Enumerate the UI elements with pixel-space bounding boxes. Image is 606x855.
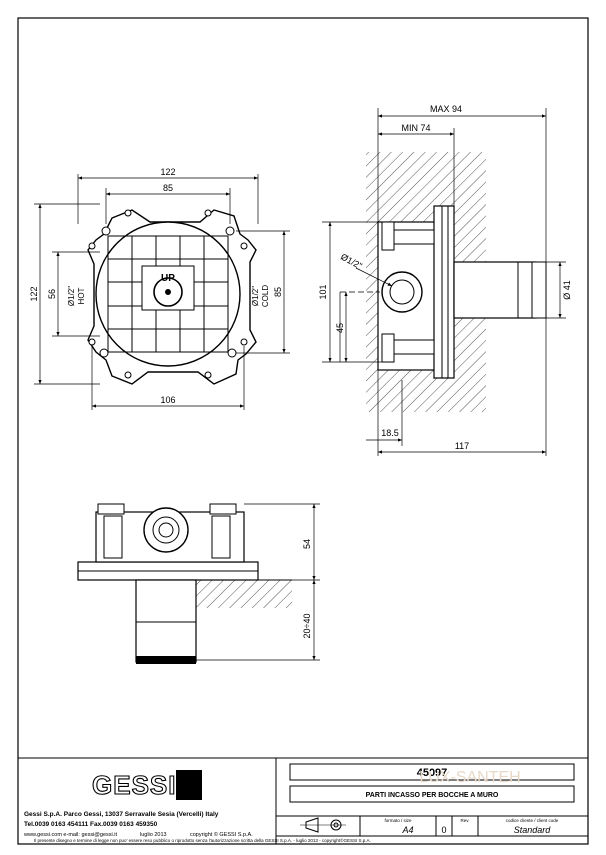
sheet-border [17, 17, 589, 845]
watermark: LUX-SANTEH [419, 769, 520, 786]
dim-117: 117 [455, 441, 469, 451]
projection-symbol [300, 817, 346, 833]
up-label: UP [161, 273, 175, 284]
front-view: UP Ø1/2" HOT Ø1/2" COLD [67, 209, 270, 385]
client-value: Standard [514, 825, 552, 835]
dim-top-inner: 85 [163, 183, 173, 193]
dim-bottom: 106 [160, 395, 175, 405]
gessi-logo: GESSI [92, 770, 176, 800]
product-code: 45097 [417, 767, 448, 779]
dim-left-inner: 56 [47, 289, 57, 299]
cold-label: COLD [261, 285, 270, 307]
title-block: GESSI Gessi S.p.A. Parco Gessi, 13037 Se… [18, 757, 588, 844]
bottom-view [77, 503, 292, 664]
phone-line: Tel.0039 0163 454111 Fax.0039 0163 45935… [24, 821, 158, 828]
product-description: PARTI INCASSO PER BOCCHE A MURO [366, 792, 499, 799]
bottom-view-dimensions [196, 503, 320, 661]
hot-label: HOT [77, 287, 86, 304]
client-header: codice cliente / client code [506, 818, 559, 823]
format-value: A4 [401, 825, 413, 835]
front-view-dimension-texts: 122 85 106 122 56 85 [29, 167, 283, 405]
bottom-view-dimension-texts: 54 20÷40 [302, 539, 312, 638]
dim-45: 45 [335, 323, 345, 333]
company-line: Gessi S.p.A. Parco Gessi, 13037 Serraval… [24, 811, 219, 818]
dim-diameter: Ø 41 [562, 280, 572, 300]
rev-header: Rev. [461, 818, 470, 823]
dim-min: MIN 74 [401, 123, 430, 133]
format-header: formato / size [384, 818, 412, 823]
dim-20-40: 20÷40 [302, 614, 312, 639]
dim-54: 54 [302, 539, 312, 549]
dim-left-outer: 122 [29, 286, 39, 301]
date: luglio 2013 [140, 832, 167, 838]
rev-value: 0 [441, 825, 446, 835]
dim-top-outer: 122 [160, 167, 175, 177]
logo-square [176, 770, 202, 800]
dim-18-5: 18.5 [381, 428, 399, 438]
dim-right: 85 [273, 287, 283, 297]
dim-max: MAX 94 [430, 104, 462, 114]
dim-outlet: Ø1/2" [339, 252, 364, 271]
hot-size-label: Ø1/2" [67, 286, 76, 306]
legal-notice: Il presente disegno e termine di legge n… [34, 837, 371, 843]
copyright: copyright © GESSI S.p.A. [190, 831, 253, 838]
front-view-dimensions [34, 174, 290, 410]
web-line: www.gessi.com e-mail: gessi@gessi.it [23, 832, 117, 838]
dim-101: 101 [318, 284, 328, 299]
side-view-dimensions [322, 108, 566, 456]
cold-size-label: Ø1/2" [251, 286, 260, 306]
side-view [340, 152, 547, 412]
